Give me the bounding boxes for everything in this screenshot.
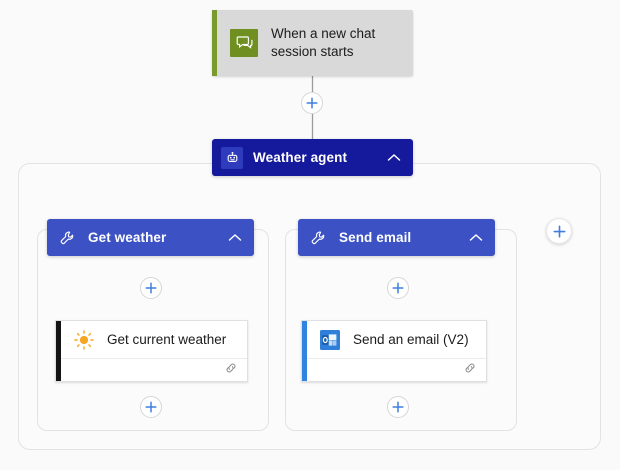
chevron-up-icon[interactable] bbox=[387, 153, 401, 162]
agent-node[interactable]: Weather agent bbox=[212, 139, 413, 176]
send-an-email-card[interactable]: Send an email (V2) bbox=[301, 320, 487, 382]
get-weather-node-label: Get weather bbox=[88, 230, 167, 245]
outlook-icon bbox=[318, 328, 342, 352]
get-weather-node[interactable]: Get weather bbox=[47, 219, 254, 256]
chevron-up-icon[interactable] bbox=[469, 233, 483, 242]
card-title: Send an email (V2) bbox=[353, 332, 469, 347]
sun-icon bbox=[72, 328, 96, 352]
add-branch-button[interactable] bbox=[546, 218, 572, 244]
chat-bubble-icon bbox=[230, 29, 258, 57]
card-body: Send an email (V2) bbox=[307, 321, 486, 381]
send-email-node[interactable]: Send email bbox=[298, 219, 495, 256]
card-body: Get current weather bbox=[61, 321, 247, 381]
link-icon[interactable] bbox=[463, 361, 477, 380]
card-footer bbox=[61, 359, 247, 381]
card-header: Get current weather bbox=[61, 321, 247, 359]
trigger-accent-bar bbox=[212, 10, 217, 76]
link-icon[interactable] bbox=[224, 361, 238, 380]
add-in-send-email-top-button[interactable] bbox=[387, 277, 409, 299]
card-footer bbox=[307, 359, 486, 381]
trigger-label-line2: session starts bbox=[271, 44, 354, 59]
robot-icon bbox=[221, 146, 243, 169]
card-header: Send an email (V2) bbox=[307, 321, 486, 359]
card-accent-bar bbox=[302, 321, 307, 381]
get-current-weather-card[interactable]: Get current weather bbox=[55, 320, 248, 382]
trigger-card[interactable]: When a new chat session starts bbox=[212, 10, 413, 76]
wrench-icon bbox=[307, 227, 329, 249]
trigger-label-line1: When a new chat bbox=[271, 26, 376, 41]
send-email-node-label: Send email bbox=[339, 230, 412, 245]
add-in-get-weather-bottom-button[interactable] bbox=[140, 396, 162, 418]
card-accent-bar bbox=[56, 321, 61, 381]
agent-node-label: Weather agent bbox=[253, 150, 348, 165]
chevron-up-icon[interactable] bbox=[228, 233, 242, 242]
add-in-send-email-bottom-button[interactable] bbox=[387, 396, 409, 418]
card-title: Get current weather bbox=[107, 332, 227, 347]
add-after-trigger-button[interactable] bbox=[301, 92, 323, 114]
wrench-icon bbox=[56, 227, 78, 249]
add-in-get-weather-top-button[interactable] bbox=[140, 277, 162, 299]
trigger-label: When a new chat session starts bbox=[271, 25, 391, 61]
